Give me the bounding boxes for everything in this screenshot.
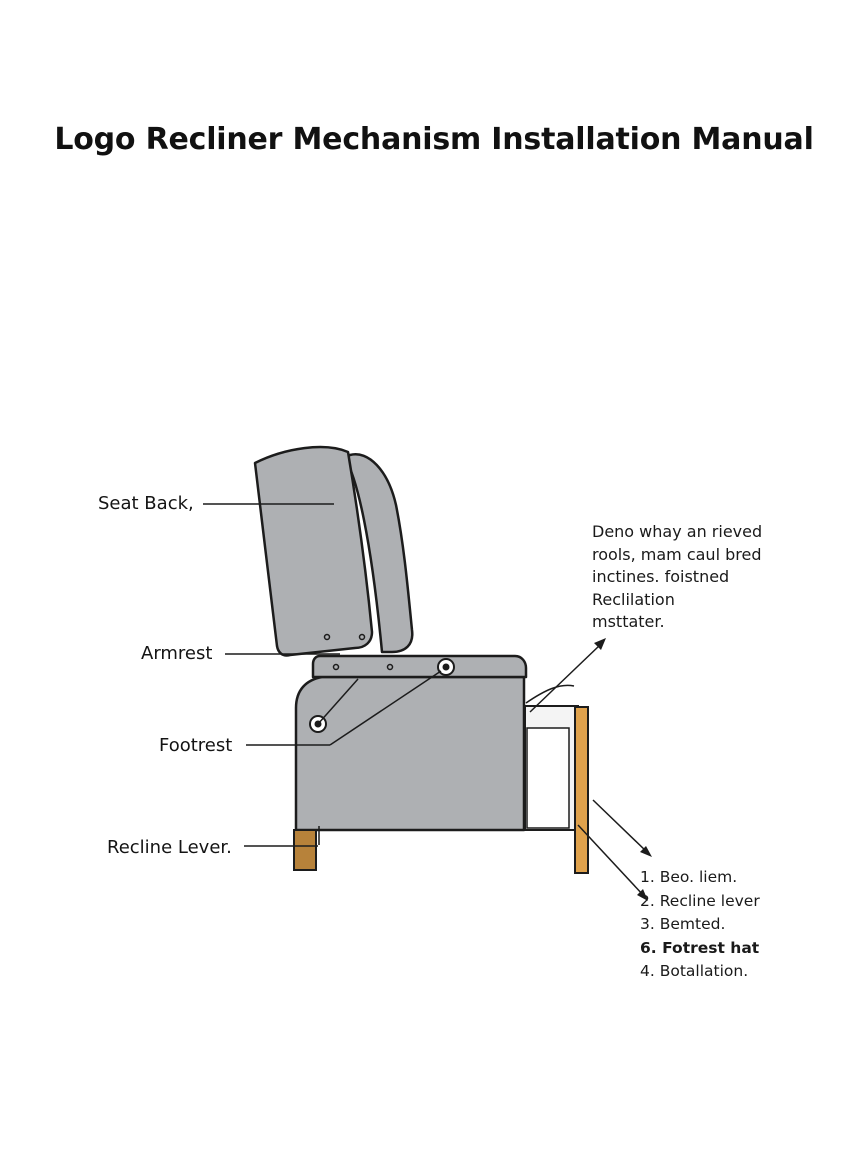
page-title: Logo Recliner Mechanism Installation Man…	[54, 122, 814, 157]
step-item: 1. Beo. liem.	[640, 866, 860, 890]
callout-footrest: Footrest	[159, 735, 233, 756]
note-line: rools, mam caul bred	[592, 544, 762, 564]
seat-back-cushion	[253, 445, 374, 657]
step-number: 4.	[640, 962, 655, 980]
note-line: inctines. foistned	[592, 567, 730, 586]
callout-recline-lever: Recline Lever.	[107, 837, 232, 858]
step-item: 4. Botallation.	[640, 960, 860, 984]
step-text: Botallation.	[659, 962, 749, 980]
step-text: Bemted.	[659, 915, 726, 933]
step-number: 3.	[640, 915, 655, 933]
step-item: 2. Recline lever	[640, 890, 860, 914]
step-item: 3. Bemted.	[640, 913, 860, 937]
rear-post	[574, 706, 589, 874]
front-leg	[293, 829, 317, 871]
callout-seat-back: Seat Back,	[98, 493, 194, 514]
step-number: 1.	[640, 868, 655, 886]
step-text: Recline lever	[659, 891, 760, 910]
armrest-shape	[311, 654, 528, 679]
step-number: 2.	[640, 891, 655, 910]
step-item: 6. Fotrest hat	[640, 937, 860, 961]
step-text: Beo. liem.	[659, 868, 738, 886]
seat-back-rear-panel	[343, 452, 414, 654]
recline-note: Deno whay an rieved rools, mam caul bred…	[592, 521, 832, 634]
callout-armrest: Armrest	[141, 643, 213, 664]
note-line: Deno whay an rieved	[592, 522, 763, 541]
note-line: msttater.	[592, 612, 665, 631]
step-text: Fotrest hat	[662, 938, 760, 957]
recliner-body	[294, 675, 526, 832]
step-number: 6.	[640, 938, 657, 957]
installation-steps-list: 1. Beo. liem. 2. Recline lever 3. Bemted…	[640, 866, 860, 984]
note-line: Reclilation	[592, 589, 675, 609]
